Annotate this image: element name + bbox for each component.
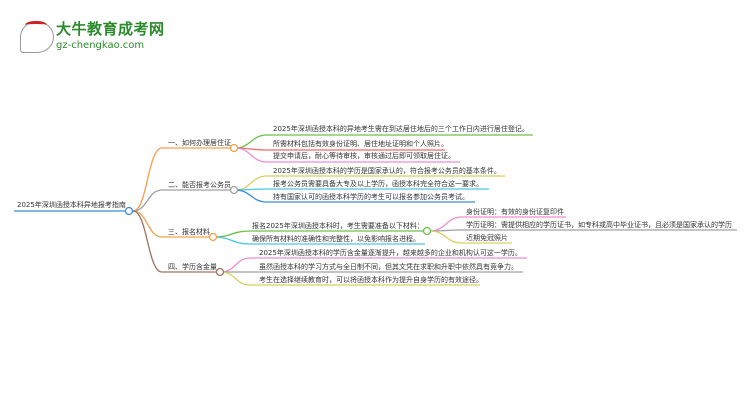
connector xyxy=(234,147,460,163)
root-node[interactable]: 2025年深圳函授本科异地报考指南 xyxy=(17,201,126,209)
leaf: 2025年深圳函授本科的异地考生需在到达居住地后的三个工作日内进行居住登记。 xyxy=(273,125,529,133)
logo-icon xyxy=(20,21,54,53)
connector xyxy=(132,210,217,273)
branch-civil-service[interactable]: 二、能否报考公务员 xyxy=(168,181,231,189)
leaf: 持有国家认可的函授本科学历的考生可以报名参加公务员考试。 xyxy=(273,193,469,201)
node-circle xyxy=(208,232,218,242)
connector xyxy=(429,229,737,232)
node-circle xyxy=(124,206,134,216)
branch-materials[interactable]: 三、报名材料 xyxy=(168,228,210,236)
branch-value[interactable]: 四、学历含金量 xyxy=(168,263,217,271)
leaf: 近期免冠照片 xyxy=(466,234,508,242)
logo-name: 大牛教育成考网 xyxy=(56,20,165,38)
node-circle xyxy=(229,143,239,153)
connector xyxy=(132,210,210,238)
connector xyxy=(213,236,425,245)
node-circle xyxy=(229,185,239,195)
connector xyxy=(132,147,231,212)
leaf: 2025年深圳函授本科的学历含金量逐渐提升，越来越多的企业和机构认可这一学历。 xyxy=(259,249,522,257)
leaf: 所需材料包括有效身份证明、居住地址证明和个人照片。 xyxy=(273,140,448,148)
leaf: 提交申请后，耐心等待审核，审核通过后即可领取居住证。 xyxy=(273,152,455,160)
leaf: 学历证明：需提供相应的学历证书，如专科或高中毕业证书，且必须是国家承认的学历 xyxy=(466,221,732,229)
logo-url: gz-chengkao.com xyxy=(56,40,145,51)
branch-residence-permit[interactable]: 一、如何办理居住证 xyxy=(168,139,231,147)
leaf-materials-list[interactable]: 报名2025年深圳函授本科时，考生需要准备以下材料： xyxy=(252,222,424,230)
connector xyxy=(234,188,489,191)
node-circle xyxy=(215,267,225,277)
connector xyxy=(234,189,475,203)
leaf: 身份证明：有效的身份证复印件 xyxy=(466,208,564,216)
connector xyxy=(220,271,480,286)
connector xyxy=(132,189,231,212)
leaf: 虽然函授本科的学习方式与全日制不同，但其文凭在求职和升职中依然具有竞争力。 xyxy=(259,263,518,271)
connector xyxy=(429,230,512,244)
leaf: 2025年深圳函授本科的学历是国家承认的，符合报考公务员的基本条件。 xyxy=(273,167,501,175)
leaf: 确保所有材料的准确性和完整性，以免影响报名进程。 xyxy=(252,235,420,243)
leaf: 考生在选择继续教育时，可以将函授本科作为提升自身学历的有效途径。 xyxy=(259,276,483,284)
leaf: 报考公务员需要具备大专及以上学历，函授本科完全符合这一要求。 xyxy=(273,180,483,188)
node-circle xyxy=(422,226,432,236)
